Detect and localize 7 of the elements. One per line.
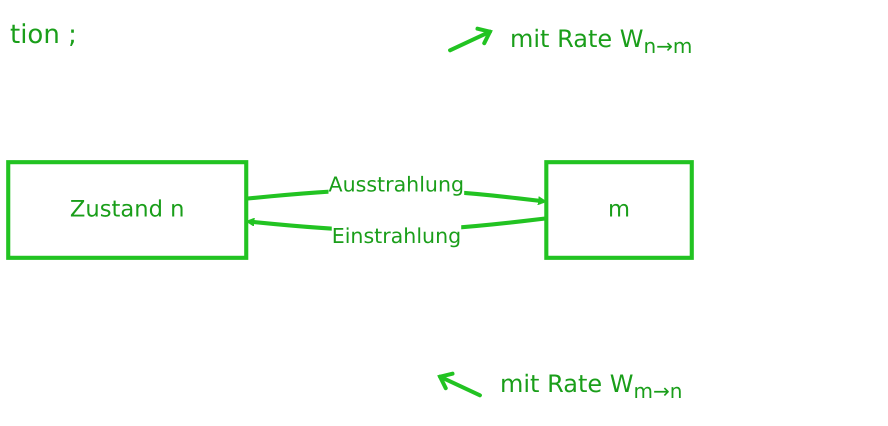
edge-label: Einstrahlung xyxy=(332,223,462,248)
rate-note: mit Rate W$_{n→m}$ xyxy=(510,25,692,58)
rate-note: mit Rate W$_{m→n}$ xyxy=(500,370,682,403)
title: tion ; xyxy=(10,20,77,50)
node-box: m xyxy=(544,160,694,260)
edge-label: Ausstrahlung xyxy=(328,172,464,197)
node-box: Zustand n xyxy=(6,160,248,260)
